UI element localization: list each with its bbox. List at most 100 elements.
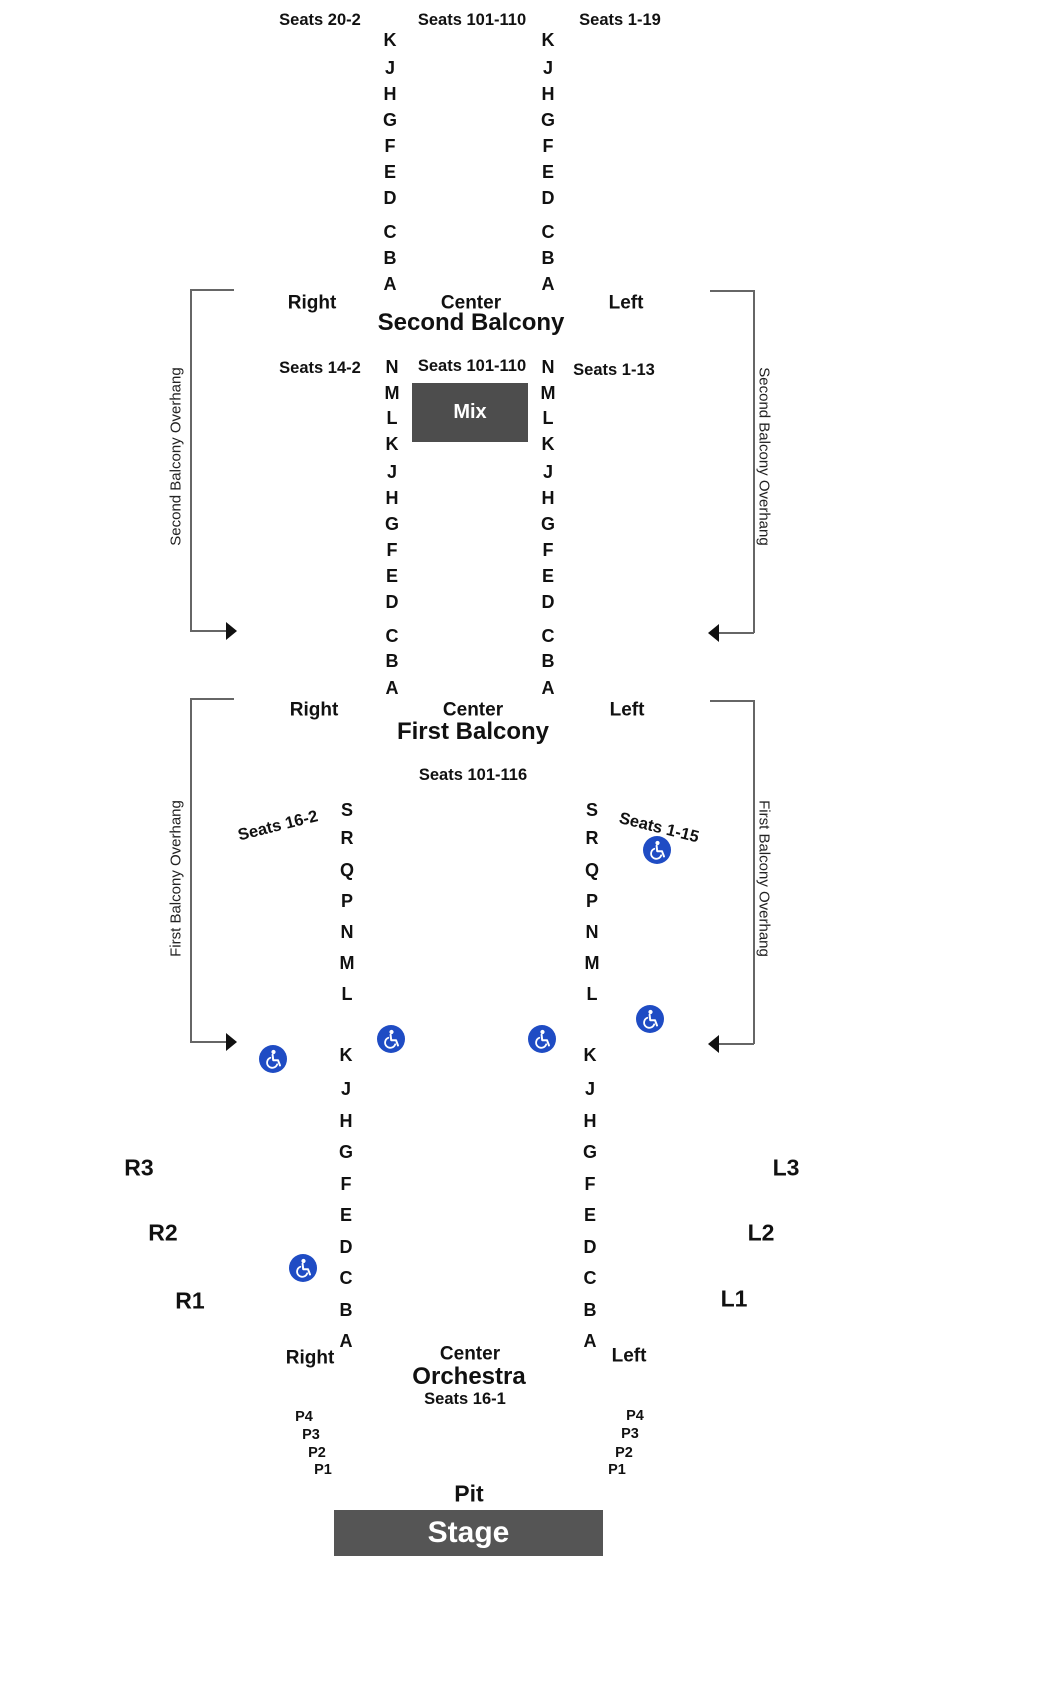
first-balcony-row-left-b: B: [385, 651, 399, 671]
stage-label: Stage: [427, 1516, 510, 1549]
second-balcony-row-left-b: B: [383, 248, 397, 268]
orchestra-row-right-j: J: [584, 1079, 596, 1099]
first-balcony-overhang-bracket-top-left: [190, 698, 234, 700]
pit-row-right-p1: P1: [314, 1461, 332, 1478]
second-balcony-overhang-bracket-bottom-left: [190, 630, 230, 632]
orchestra-row-left-d: D: [339, 1237, 353, 1257]
second-balcony-row-left-g: G: [382, 110, 398, 130]
orchestra-row-left-p: P: [340, 891, 354, 911]
first-balcony-left-label: Left: [609, 699, 645, 721]
stage-box: Stage: [334, 1510, 603, 1556]
orchestra-row-right-d: D: [583, 1237, 597, 1257]
mix-label: Mix: [453, 401, 487, 423]
pit-row-right-p2: P2: [308, 1444, 326, 1461]
first-balcony-row-right-g: G: [540, 514, 556, 534]
second-balcony-seats-right: Seats 20-2: [279, 10, 361, 29]
second-balcony-overhang-label-left: Second Balcony Overhang: [167, 367, 185, 546]
first-balcony-row-right-m: M: [540, 383, 556, 403]
box-l2: L2: [747, 1219, 775, 1246]
second-balcony-overhang-bracket-left: [190, 289, 192, 631]
first-balcony-overhang-bracket-right: [753, 700, 755, 1044]
first-balcony-row-right-h: H: [541, 488, 555, 508]
first-balcony-row-left-d: D: [385, 592, 399, 612]
first-balcony-row-right-l: L: [542, 408, 554, 428]
orchestra-row-left-e: E: [339, 1205, 353, 1225]
second-balcony-row-right-g: G: [540, 110, 556, 130]
box-l1: L1: [720, 1285, 748, 1312]
wheelchair-icon: [643, 836, 671, 864]
first-balcony-row-right-e: E: [541, 566, 555, 586]
first-balcony-overhang-bracket-bottom-right: [716, 1043, 754, 1045]
mix-position-box: Mix: [412, 383, 528, 442]
orchestra-row-left-g: G: [338, 1142, 354, 1162]
orchestra-center-label: Center: [439, 1343, 501, 1365]
arrow-left-icon: [708, 1035, 719, 1053]
first-balcony-row-left-f: F: [386, 540, 398, 560]
second-balcony-seats-left: Seats 1-19: [579, 10, 661, 29]
orchestra-row-left-n: N: [340, 922, 354, 942]
first-balcony-row-left-k: K: [385, 434, 399, 454]
pit-label: Pit: [454, 1480, 484, 1507]
first-balcony-right-label: Right: [289, 699, 339, 721]
first-balcony-row-right-b: B: [541, 651, 555, 671]
arrow-left-icon: [708, 624, 719, 642]
box-l3: L3: [772, 1154, 800, 1181]
orchestra-row-left-q: Q: [339, 860, 355, 880]
first-balcony-title: First Balcony: [396, 718, 550, 745]
orchestra-row-right-a: A: [583, 1331, 597, 1351]
orchestra-row-right-e: E: [583, 1205, 597, 1225]
second-balcony-row-left-d: D: [383, 188, 397, 208]
second-balcony-row-right-e: E: [541, 162, 555, 182]
first-balcony-row-left-l: L: [386, 408, 398, 428]
orchestra-row-left-h: H: [339, 1111, 353, 1131]
first-balcony-row-left-j: J: [386, 462, 398, 482]
orchestra-row-right-s: S: [585, 800, 599, 820]
first-balcony-seats-left: Seats 1-13: [573, 360, 655, 379]
first-balcony-row-right-d: D: [541, 592, 555, 612]
pit-row-right-p4: P4: [295, 1408, 313, 1425]
first-balcony-overhang-bracket-top-right: [710, 700, 754, 702]
orchestra-seats-center-top: Seats 101-116: [418, 765, 528, 784]
first-balcony-row-right-k: K: [541, 434, 555, 454]
orchestra-row-right-h: H: [583, 1111, 597, 1131]
wheelchair-icon: [289, 1254, 317, 1282]
orchestra-row-right-k: K: [583, 1045, 597, 1065]
second-balcony-overhang-bracket-right: [753, 290, 755, 633]
first-balcony-row-left-e: E: [385, 566, 399, 586]
orchestra-row-right-c: C: [583, 1268, 597, 1288]
first-balcony-row-left-g: G: [384, 514, 400, 534]
second-balcony-row-left-a: A: [383, 274, 397, 294]
second-balcony-row-right-d: D: [541, 188, 555, 208]
second-balcony-row-left-f: F: [384, 136, 396, 156]
orchestra-row-right-l: L: [586, 984, 598, 1004]
orchestra-row-left-b: B: [339, 1300, 353, 1320]
orchestra-row-left-a: A: [339, 1331, 353, 1351]
orchestra-row-right-p: P: [585, 891, 599, 911]
second-balcony-row-right-b: B: [541, 248, 555, 268]
first-balcony-seats-right: Seats 14-2: [279, 358, 361, 377]
orchestra-row-right-q: Q: [584, 860, 600, 880]
second-balcony-row-right-h: H: [541, 84, 555, 104]
orchestra-left-label: Left: [611, 1345, 647, 1367]
orchestra-row-left-r: R: [340, 828, 354, 848]
orchestra-row-right-g: G: [582, 1142, 598, 1162]
arrow-right-icon: [226, 1033, 237, 1051]
first-balcony-overhang-bracket-left: [190, 698, 192, 1042]
first-balcony-row-right-n: N: [541, 357, 555, 377]
orchestra-row-left-k: K: [339, 1045, 353, 1065]
orchestra-row-right-r: R: [585, 828, 599, 848]
orchestra-right-label: Right: [285, 1347, 335, 1369]
second-balcony-row-right-c: C: [541, 222, 555, 242]
arrow-right-icon: [226, 622, 237, 640]
second-balcony-row-right-f: F: [542, 136, 554, 156]
wheelchair-icon: [636, 1005, 664, 1033]
orchestra-row-left-j: J: [340, 1079, 352, 1099]
second-balcony-row-right-k: K: [541, 30, 555, 50]
orchestra-row-left-l: L: [341, 984, 353, 1004]
orchestra-row-left-m: M: [339, 953, 355, 973]
box-r1: R1: [175, 1287, 205, 1314]
orchestra-row-right-n: N: [585, 922, 599, 942]
second-balcony-row-right-a: A: [541, 274, 555, 294]
wheelchair-icon: [377, 1025, 405, 1053]
